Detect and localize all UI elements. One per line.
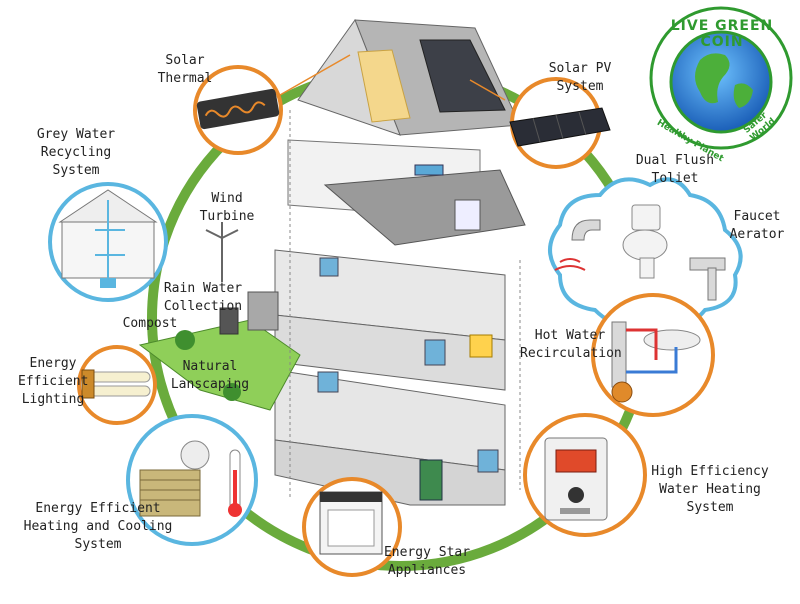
label-grey-water: Grey Water Recycling System <box>36 127 116 178</box>
bathroom-callout <box>548 177 743 328</box>
roof-section <box>297 18 521 136</box>
solar-thermal-callout <box>193 65 283 155</box>
label-faucet-aerator: Faucet Aerator <box>729 209 785 242</box>
label-energy-lighting: Energy Efficient Lighting <box>18 356 89 407</box>
solar-pv-callout <box>509 77 611 169</box>
lighting-callout <box>77 345 157 425</box>
label-dual-flush: Dual Flush Toliet <box>635 153 715 186</box>
label-solar-thermal: Solar Thermal <box>157 53 213 86</box>
ground-floor-section <box>274 369 506 506</box>
energy-star-callout <box>302 477 402 577</box>
label-heating-cooling: Energy Efficient Heating and Cooling Sys… <box>23 501 173 552</box>
garden-yard <box>138 291 301 411</box>
grey-water-callout <box>48 182 168 302</box>
hot-water-recirculation-callout <box>591 293 715 417</box>
attic-section <box>287 139 526 246</box>
water-heater-callout <box>523 413 647 537</box>
label-wind-turbine: Wind Turbine <box>199 191 255 224</box>
wind-turbine-icon <box>205 222 239 282</box>
label-water-heating: High Efficiency Water Heating System <box>651 464 769 515</box>
label-compost: Compost <box>122 316 178 331</box>
label-energy-star: Energy Star Appliances <box>383 545 471 578</box>
live-green-coin-logo <box>649 6 793 150</box>
label-rain-water: Rain Water Collection <box>163 281 243 314</box>
logo-title: LIVE GREEN COIN <box>670 18 774 50</box>
upper-floor-section <box>274 249 506 391</box>
heating-cooling-callout <box>126 414 258 546</box>
label-natural-landscaping: Natural Lanscaping <box>170 359 250 392</box>
label-hot-water-recirculation: Hot Water Recirculation <box>520 328 622 361</box>
label-solar-pv: Solar PV System <box>548 61 612 94</box>
